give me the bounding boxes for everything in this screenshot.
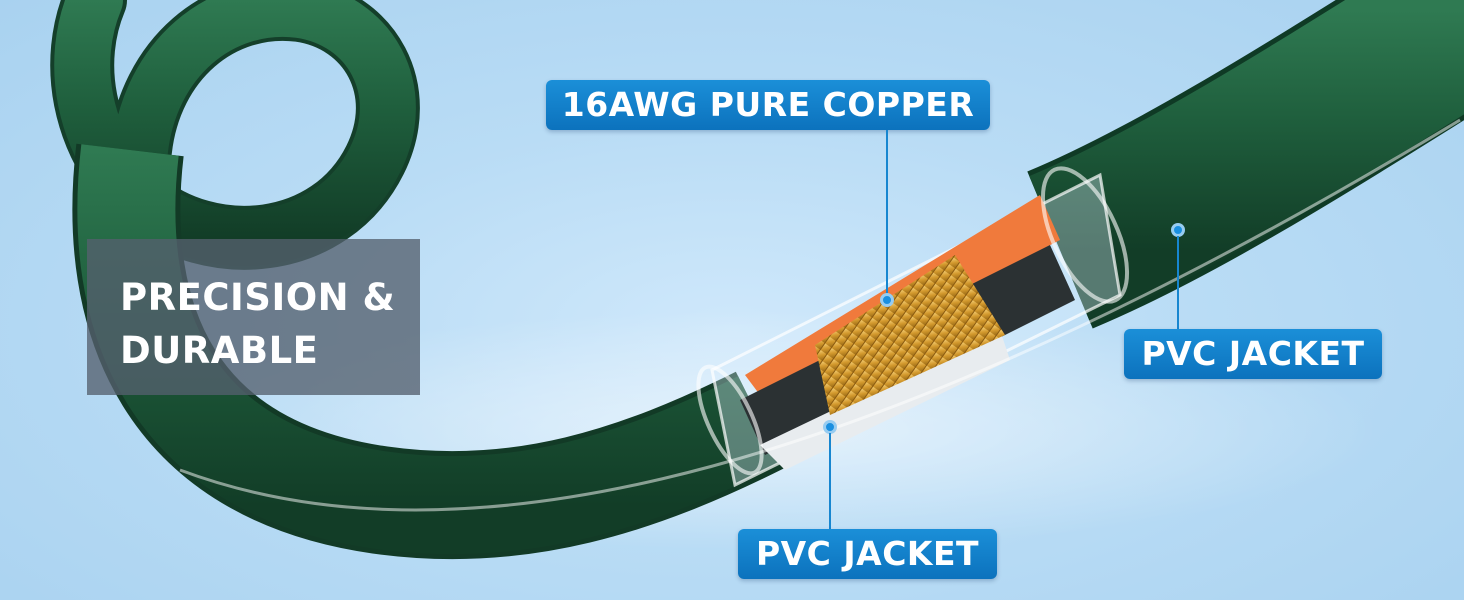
callout-copper-label: 16AWG PURE COPPER — [546, 80, 990, 130]
callout-jacket-bottom-label: PVC JACKET — [738, 529, 997, 579]
headline-line-1: PRECISION & — [120, 276, 396, 319]
wire-white — [760, 330, 1010, 470]
callout-jacket-right-leader — [1177, 236, 1179, 329]
copper-strands — [815, 255, 1005, 415]
headline-line-2: DURABLE — [120, 329, 319, 372]
callout-jacket-right-label: PVC JACKET — [1124, 329, 1382, 379]
light-streak — [179, 118, 1461, 512]
callout-jacket-bottom-leader — [829, 433, 831, 529]
callout-jacket-right-dot — [1171, 223, 1185, 237]
headline-panel: PRECISION & DURABLE — [87, 239, 420, 395]
callout-jacket-bottom-dot — [823, 420, 837, 434]
callout-copper-leader — [886, 130, 888, 298]
callout-copper-dot — [880, 293, 894, 307]
jacket-cut-end — [1040, 166, 1130, 304]
